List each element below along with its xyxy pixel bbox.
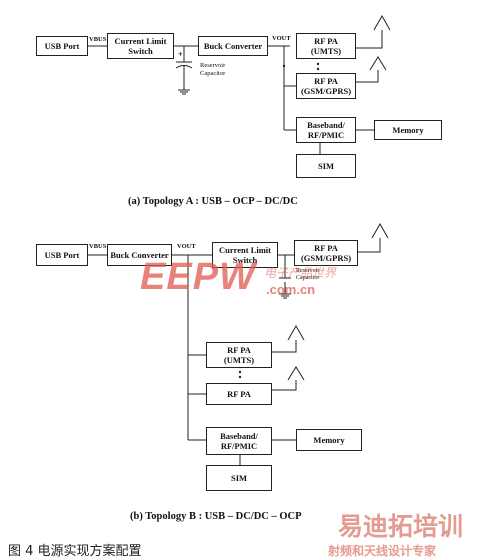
b-baseband-box: Baseband/ RF/PMIC: [206, 427, 272, 455]
b-usb-port-box: USB Port: [36, 244, 88, 266]
a-caption: (a) Topology A : USB – OCP – DC/DC: [128, 196, 298, 207]
a-reservoir-label: Reservoir Capacitor: [200, 62, 226, 77]
a-current-limit-box: Current Limit Switch: [107, 33, 174, 59]
b-current-limit-box: Current Limit Switch: [212, 242, 278, 268]
b-vbus-label: VBUS: [89, 243, 107, 250]
wire-a-umts-antenna: [356, 30, 383, 49]
b-buck-converter-box: Buck Converter: [107, 244, 172, 266]
a-usb-port-box: USB Port: [36, 36, 88, 56]
antenna-b-gsm-icon: [371, 222, 389, 239]
cap-a-plate-bottom: [175, 65, 193, 69]
b-rf-pa-gsm-box: RF PA (GSM/GPRS): [294, 240, 358, 266]
a-buck-converter-box: Buck Converter: [198, 36, 268, 56]
rfedu-watermark-logo: 易迪拓培训: [338, 513, 464, 541]
svg-text:+: +: [178, 50, 183, 59]
b-memory-box: Memory: [296, 429, 362, 451]
a-vout-label: VOUT: [272, 35, 291, 42]
antenna-a-umts-icon: [373, 14, 391, 31]
ellipsis-dot: [282, 64, 286, 68]
a-memory-box: Memory: [374, 120, 442, 140]
b-rf-pa-umts-box: RF PA (UMTS): [206, 342, 272, 368]
eepw-watermark-logo: EEPW: [140, 256, 256, 298]
a-sim-box: SIM: [296, 154, 356, 178]
b-sim-box: SIM: [206, 465, 272, 491]
a-baseband-box: Baseband/ RF/PMIC: [296, 117, 356, 143]
a-rf-pa-umts-box: RF PA (UMTS): [296, 33, 356, 59]
antenna-b-rfpa-icon: [287, 366, 305, 381]
wire-a-gsm-antenna: [356, 70, 379, 83]
wire-b-umts-antenna: [272, 340, 297, 353]
b-reservoir-label: Reservoir Capacitor: [296, 268, 320, 281]
antenna-a-gsm-icon: [369, 56, 387, 71]
figure-caption: 图 4 电源实现方案配置: [8, 544, 142, 559]
antenna-b-umts-icon: [287, 324, 305, 341]
b-vout-label: VOUT: [177, 243, 196, 250]
a-rf-pa-gsm-box: RF PA (GSM/GPRS): [296, 73, 356, 99]
eepw-watermark-url: .com.cn: [266, 282, 316, 297]
wire-b-gsm-antenna: [358, 238, 381, 253]
b-caption: (b) Topology B : USB – DC/DC – OCP: [130, 511, 302, 522]
a-vbus-label: VBUS: [89, 36, 107, 43]
wire-b-rfpa-antenna: [272, 380, 297, 391]
b-rf-pa-box: RF PA: [206, 383, 272, 405]
rfedu-watermark-sub: 射频和天线设计专家: [328, 544, 437, 558]
eepw-watermark-cn: 电子产品世界: [264, 266, 337, 280]
